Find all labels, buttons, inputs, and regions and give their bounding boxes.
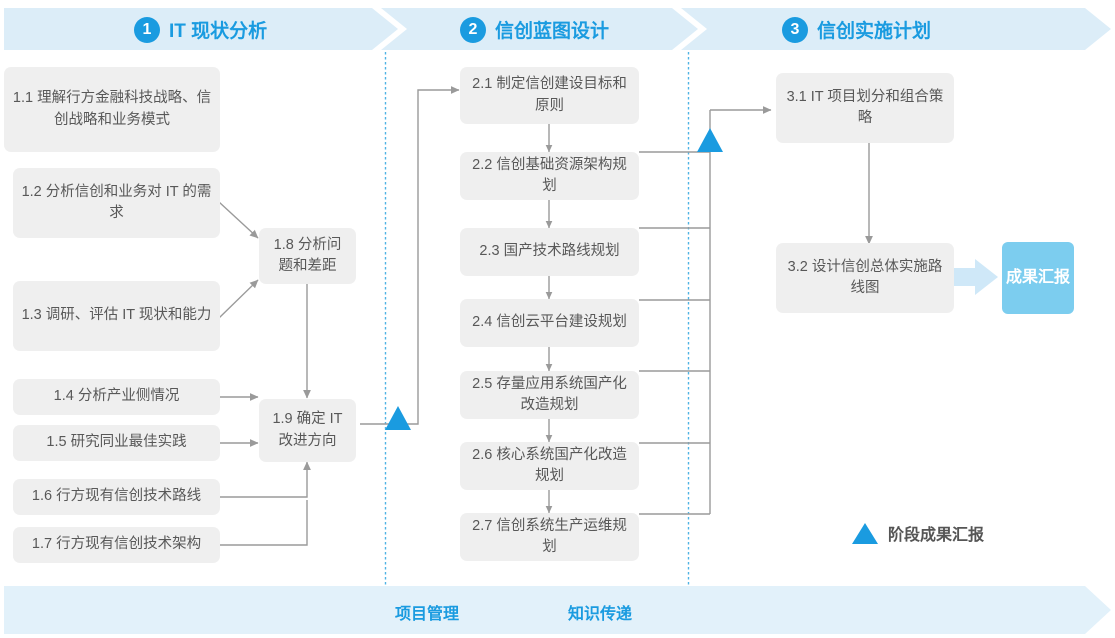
phase-band-1 (4, 8, 398, 50)
phase-band-2 (381, 8, 698, 50)
task-box-1-1[interactable]: 1.1 理解行方金融科技战略、信创战略和业务模式 (4, 67, 220, 152)
phase-header-2[interactable]: 2 信创蓝图设计 (460, 16, 609, 43)
phase-header-3[interactable]: 3 信创实施计划 (782, 16, 931, 43)
task-box-2-7[interactable]: 2.7 信创系统生产运维规划 (460, 513, 639, 561)
task-box-3-1[interactable]: 3.1 IT 项目划分和组合策略 (776, 73, 954, 143)
task-box-2-5[interactable]: 2.5 存量应用系统国产化改造规划 (460, 371, 639, 419)
phase-number-3: 3 (782, 16, 808, 43)
task-box-2-2[interactable]: 2.2 信创基础资源架构规划 (460, 152, 639, 200)
task-box-1-8[interactable]: 1.8 分析问题和差距 (259, 228, 356, 284)
task-box-2-1[interactable]: 2.1 制定信创建设目标和原则 (460, 67, 639, 124)
result-arrow-icon (951, 259, 998, 295)
task-box-1-3[interactable]: 1.3 调研、评估 IT 现状和能力 (13, 281, 220, 351)
task-box-1-9[interactable]: 1.9 确定 IT 改进方向 (259, 399, 356, 462)
milestone-triangle-phase2 (697, 128, 723, 152)
phase-title-1: IT 现状分析 (169, 21, 268, 42)
task-box-1-4[interactable]: 1.4 分析产业侧情况 (13, 379, 220, 415)
legend-milestone: 阶段成果汇报 (852, 521, 984, 545)
footer-band (4, 586, 1111, 634)
footer-label-knowledge-transfer[interactable]: 知识传递 (568, 606, 633, 623)
task-box-2-3[interactable]: 2.3 国产技术路线规划 (460, 228, 639, 276)
task-box-1-5[interactable]: 1.5 研究同业最佳实践 (13, 425, 220, 461)
phase-title-3: 信创实施计划 (817, 21, 932, 42)
footer-label-project-management[interactable]: 项目管理 (395, 606, 460, 623)
task-box-1-6[interactable]: 1.6 行方现有信创技术路线 (13, 479, 220, 515)
task-box-2-6[interactable]: 2.6 核心系统国产化改造规划 (460, 442, 639, 490)
phase-number-1: 1 (134, 16, 160, 43)
phase-number-2: 2 (460, 16, 486, 43)
task-box-1-7[interactable]: 1.7 行方现有信创技术架构 (13, 527, 220, 563)
task-box-1-2[interactable]: 1.2 分析信创和业务对 IT 的需求 (13, 168, 220, 238)
triangle-icon (852, 522, 878, 544)
phase-header-1[interactable]: 1 IT 现状分析 (134, 16, 267, 43)
legend-label: 阶段成果汇报 (888, 527, 985, 544)
task-box-3-2[interactable]: 3.2 设计信创总体实施路线图 (776, 243, 954, 313)
milestone-triangle-phase1 (385, 406, 411, 430)
phase-title-2: 信创蓝图设计 (495, 21, 610, 42)
result-badge[interactable]: 成果汇报 (1002, 242, 1074, 314)
task-box-2-4[interactable]: 2.4 信创云平台建设规划 (460, 299, 639, 347)
